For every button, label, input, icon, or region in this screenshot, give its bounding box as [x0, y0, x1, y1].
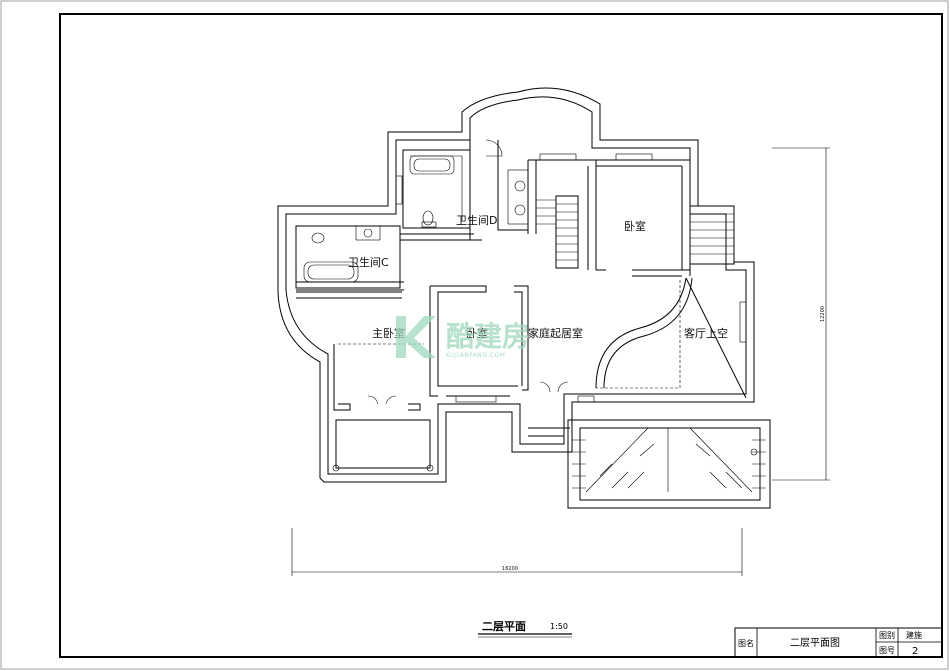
interior-walls: [295, 140, 691, 472]
title-block-name-value: 二层平面图: [790, 637, 840, 649]
title-block-category-label: 图别: [879, 631, 895, 640]
drawing-scale-text: 1:50: [550, 622, 568, 631]
room-label-bath-c: 卫生间C: [348, 255, 389, 269]
title-block: 图名 二层平面图 图别 建施 图号 2: [734, 627, 943, 658]
dimension-width: 16200: [291, 528, 743, 576]
title-block-category-value: 建施: [906, 630, 922, 640]
dimension-height: 12200: [772, 147, 830, 481]
title-block-number-label: 图号: [879, 646, 895, 655]
title-block-name-label: 图名: [738, 638, 754, 648]
dimension-height-text: 12200: [820, 306, 826, 322]
dimension-width-text: 16200: [502, 566, 518, 572]
watermark-logo: 酷建房 KUJIANFANG.COM: [396, 316, 530, 359]
room-label-bedroom-center: 卧室: [466, 326, 488, 340]
fixtures: [303, 139, 578, 405]
watermark-k-mark: [396, 316, 436, 358]
room-label-family-room: 家庭起居室: [528, 326, 583, 340]
windows: [395, 153, 747, 403]
room-labels: 卫生间D 卫生间C 卧室 主卧室 卧室 家庭起居室 客厅上空: [348, 213, 728, 340]
drawing-title: 二层平面 1:50: [478, 620, 572, 638]
watermark-brand: 酷建房: [446, 320, 530, 353]
room-label-bedroom-ne: 卧室: [624, 219, 646, 233]
exterior-walls: [277, 87, 755, 483]
room-label-living-void: 客厅上空: [684, 326, 728, 340]
curved-walls: [595, 277, 747, 399]
watermark-url: KUJIANFANG.COM: [446, 352, 505, 359]
drawing-title-text: 二层平面: [482, 620, 526, 633]
sheet-inner-border: [59, 13, 943, 658]
south-roof: [567, 419, 771, 509]
title-block-number-value: 2: [912, 646, 918, 657]
room-label-bath-d: 卫生间D: [456, 213, 497, 227]
east-deck: [689, 205, 735, 265]
